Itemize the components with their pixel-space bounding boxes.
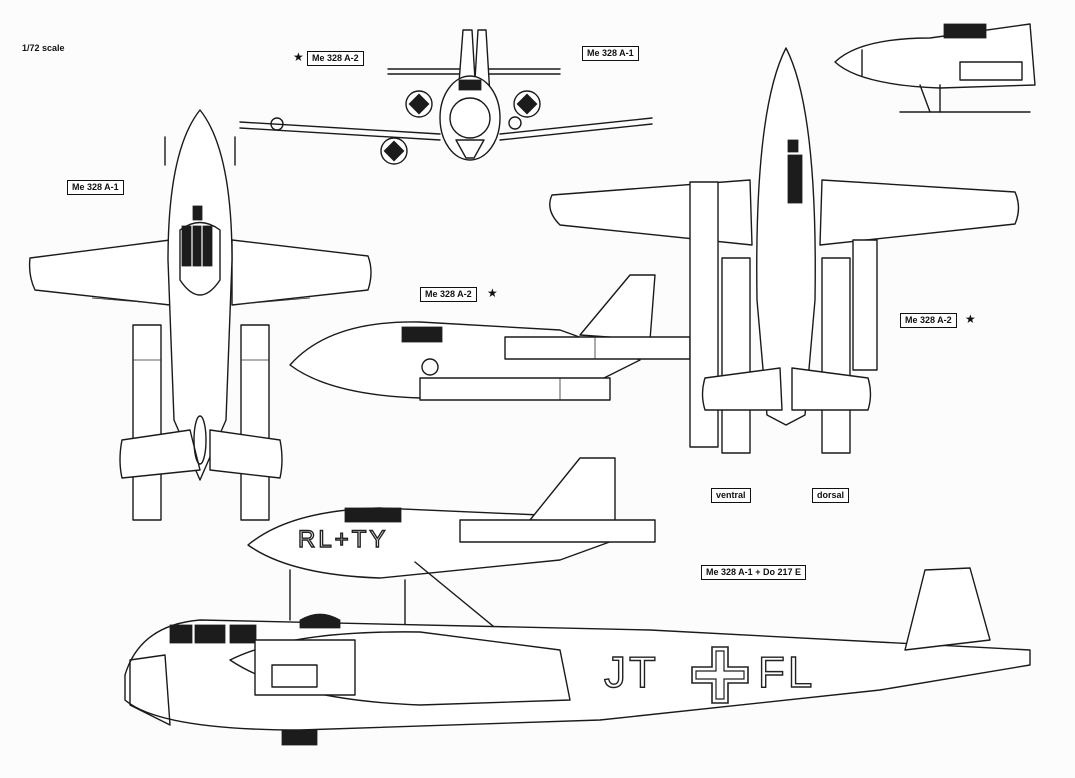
scale-note: 1/72 scale bbox=[22, 43, 65, 53]
label-side-a2: Me 328 A-2 bbox=[420, 287, 477, 302]
front-view bbox=[239, 29, 653, 165]
plan-view-a2 bbox=[549, 47, 1020, 454]
label-dorsal: dorsal bbox=[812, 488, 850, 503]
do217-code-right: FL bbox=[757, 647, 816, 697]
side-view-a1 bbox=[247, 457, 656, 641]
star-front-a2: ★ bbox=[293, 50, 304, 64]
me328-code: RL+TY bbox=[297, 525, 389, 553]
do217-code-left: JT bbox=[603, 647, 659, 697]
cross-marking-icon bbox=[691, 646, 749, 704]
label-plan-a2: Me 328 A-2 bbox=[900, 313, 957, 328]
label-plan-a1: Me 328 A-1 bbox=[67, 180, 124, 195]
do217-carrier bbox=[124, 567, 1031, 746]
plan-view-a1 bbox=[28, 109, 372, 521]
label-ventral: ventral bbox=[711, 488, 751, 503]
label-combination: Me 328 A-1 + Do 217 E bbox=[701, 565, 806, 580]
side-view-a2 bbox=[289, 274, 691, 401]
label-front-a1: Me 328 A-1 bbox=[582, 46, 639, 61]
star-plan-a2: ★ bbox=[965, 312, 976, 326]
nose-detail bbox=[834, 23, 1036, 113]
star-side-a2: ★ bbox=[487, 286, 498, 300]
label-front-a2: Me 328 A-2 bbox=[307, 51, 364, 66]
